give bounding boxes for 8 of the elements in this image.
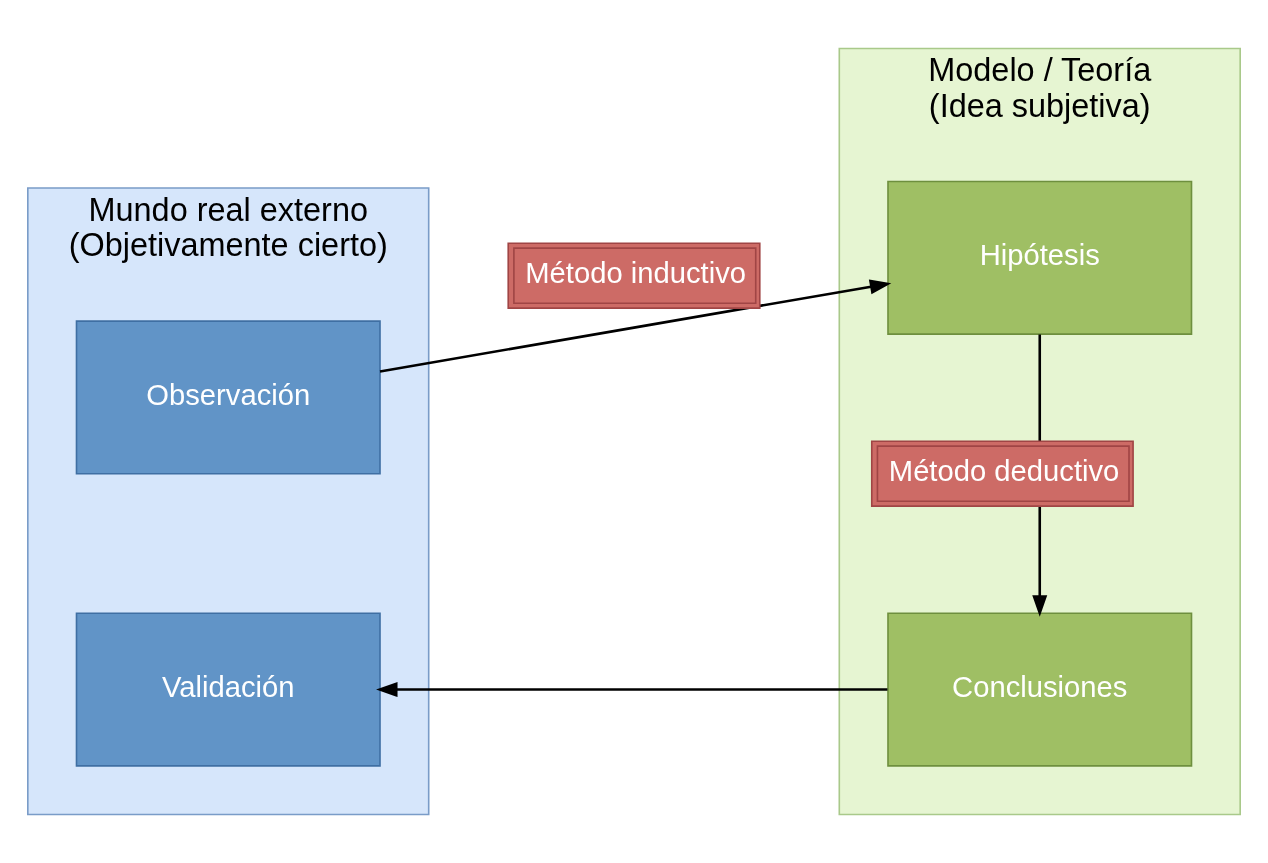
arrow	[379, 279, 892, 373]
node-box: Hipótesis	[887, 180, 1193, 335]
node-box: Validación	[75, 612, 381, 767]
node-box: Conclusiones	[887, 612, 1193, 767]
edge-label: Método inductivo	[525, 256, 747, 289]
edge-label: Método deductivo	[888, 454, 1120, 487]
node-box: Observación	[75, 320, 381, 475]
arrow	[376, 682, 888, 698]
